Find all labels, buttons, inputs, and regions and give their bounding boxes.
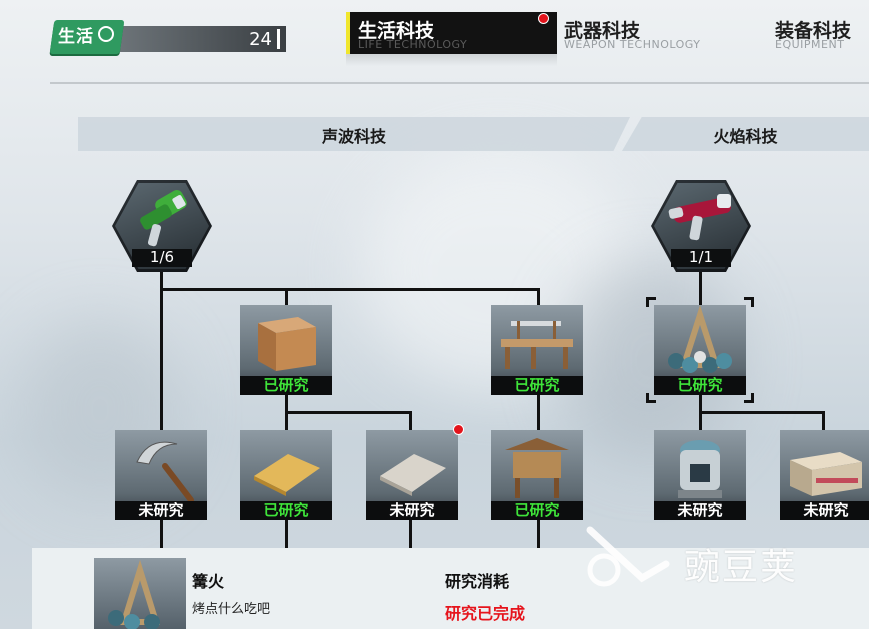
tree-connector [285,520,288,548]
progress-count: 1/6 [149,248,175,266]
tree-connector [409,411,412,430]
progress-bar [132,249,192,267]
wandoujia-logo-icon [586,526,670,587]
node-status: 已研究 [491,376,583,395]
sickle-icon [136,441,194,502]
campfire-icon [108,559,161,629]
badge-count-bar: 24 [118,26,286,52]
watermark-text: 豌豆荚 [684,547,799,588]
node-status: 已研究 [491,501,583,520]
tab-sublabel: EQUIPMENT [775,38,845,51]
selection-corner [646,393,656,403]
item-description: 烤点什么吃吧 [192,602,271,617]
item-name: 篝火 [192,572,225,591]
tech-root-flame-gun[interactable]: 1/1 [651,180,751,272]
crate-icon [258,317,316,371]
tech-node-furnace[interactable]: 未研究 [654,430,746,520]
node-status: 未研究 [780,501,869,520]
flame-gun-icon [668,194,731,241]
node-status: 已研究 [240,501,332,520]
tech-node-workbench[interactable]: 已研究 [491,305,583,395]
tab-sublabel: WEAPON TECHNOLOGY [564,38,701,51]
node-status: 未研究 [366,501,458,520]
progress-count: 1/1 [688,248,714,266]
tab-label: 武器科技 [564,20,641,42]
tech-node-crate[interactable]: 已研究 [240,305,332,395]
item-info-panel: 篝火 烤点什么吃吧 研究消耗 研究已完成 [32,548,869,629]
notification-dot-icon [538,13,549,24]
tech-node-campfire[interactable]: 已研究 [646,297,754,403]
sonic-gun-icon [140,190,187,247]
tree-connector [160,520,163,548]
selection-corner [744,297,754,307]
progress-bar [671,249,731,267]
selection-corner [646,297,656,307]
tree-connector [285,411,412,414]
badge-divider [277,29,280,49]
tech-node-storage-box[interactable]: 未研究 [780,430,869,520]
tree-connector [160,270,163,430]
tech-node-wood-floor[interactable]: 已研究 [240,430,332,520]
life-level-badge: 24 生活 [48,16,286,56]
item-thumbnail [94,558,186,629]
header-divider [50,82,869,84]
tree-connector [822,411,825,430]
node-status: 未研究 [654,501,746,520]
workbench-icon [501,321,573,369]
tab-equipment-technology[interactable]: 装备科技 EQUIPMENT [767,12,869,54]
tab-weapon-technology[interactable]: 武器科技 WEAPON TECHNOLOGY [556,12,766,54]
category-label: 声波科技 [321,127,386,146]
soccer-ball-icon [98,26,114,42]
notification-dot-icon [453,424,464,435]
category-sonic-technology: 声波科技 [78,117,630,151]
category-flame-technology: 火焰科技 [622,117,869,151]
tab-label: 生活科技 [358,20,435,42]
stone-floor-icon [380,454,446,496]
tab-sublabel: LIFE TECHNOLOGY [358,38,468,51]
research-status: 研究已完成 [445,604,526,623]
tree-connector [285,288,288,305]
furnace-icon [678,440,722,498]
wood-floor-icon [254,454,320,496]
watermark: 豌豆荚 [582,520,842,600]
tech-root-sonic-gun[interactable]: 1/6 [112,180,212,272]
selection-corner [744,393,754,403]
tree-connector [160,288,540,291]
campfire-icon [668,305,732,373]
tab-shadow [346,54,557,66]
node-status: 已研究 [654,376,746,395]
tech-node-stone-floor[interactable]: 未研究 [366,424,464,520]
badge-tag-text: 生活 [58,27,94,47]
badge-count: 24 [249,29,272,50]
tree-connector [537,288,540,305]
tab-label: 装备科技 [775,20,852,42]
tab-life-technology[interactable]: 生活科技 LIFE TECHNOLOGY [346,12,557,54]
tree-connector [409,520,412,548]
tree-connector [699,270,702,305]
storage-box-icon [790,452,862,496]
notice-board-icon [505,438,569,498]
tech-node-notice-board[interactable]: 已研究 [491,430,583,520]
category-label: 火焰科技 [713,127,778,146]
tree-connector [537,520,540,548]
tree-connector [537,395,540,430]
tree-connector [699,411,825,414]
node-status: 已研究 [240,376,332,395]
node-status: 未研究 [115,501,207,520]
tech-node-sickle[interactable]: 未研究 [115,430,207,520]
research-cost-label: 研究消耗 [445,572,510,591]
